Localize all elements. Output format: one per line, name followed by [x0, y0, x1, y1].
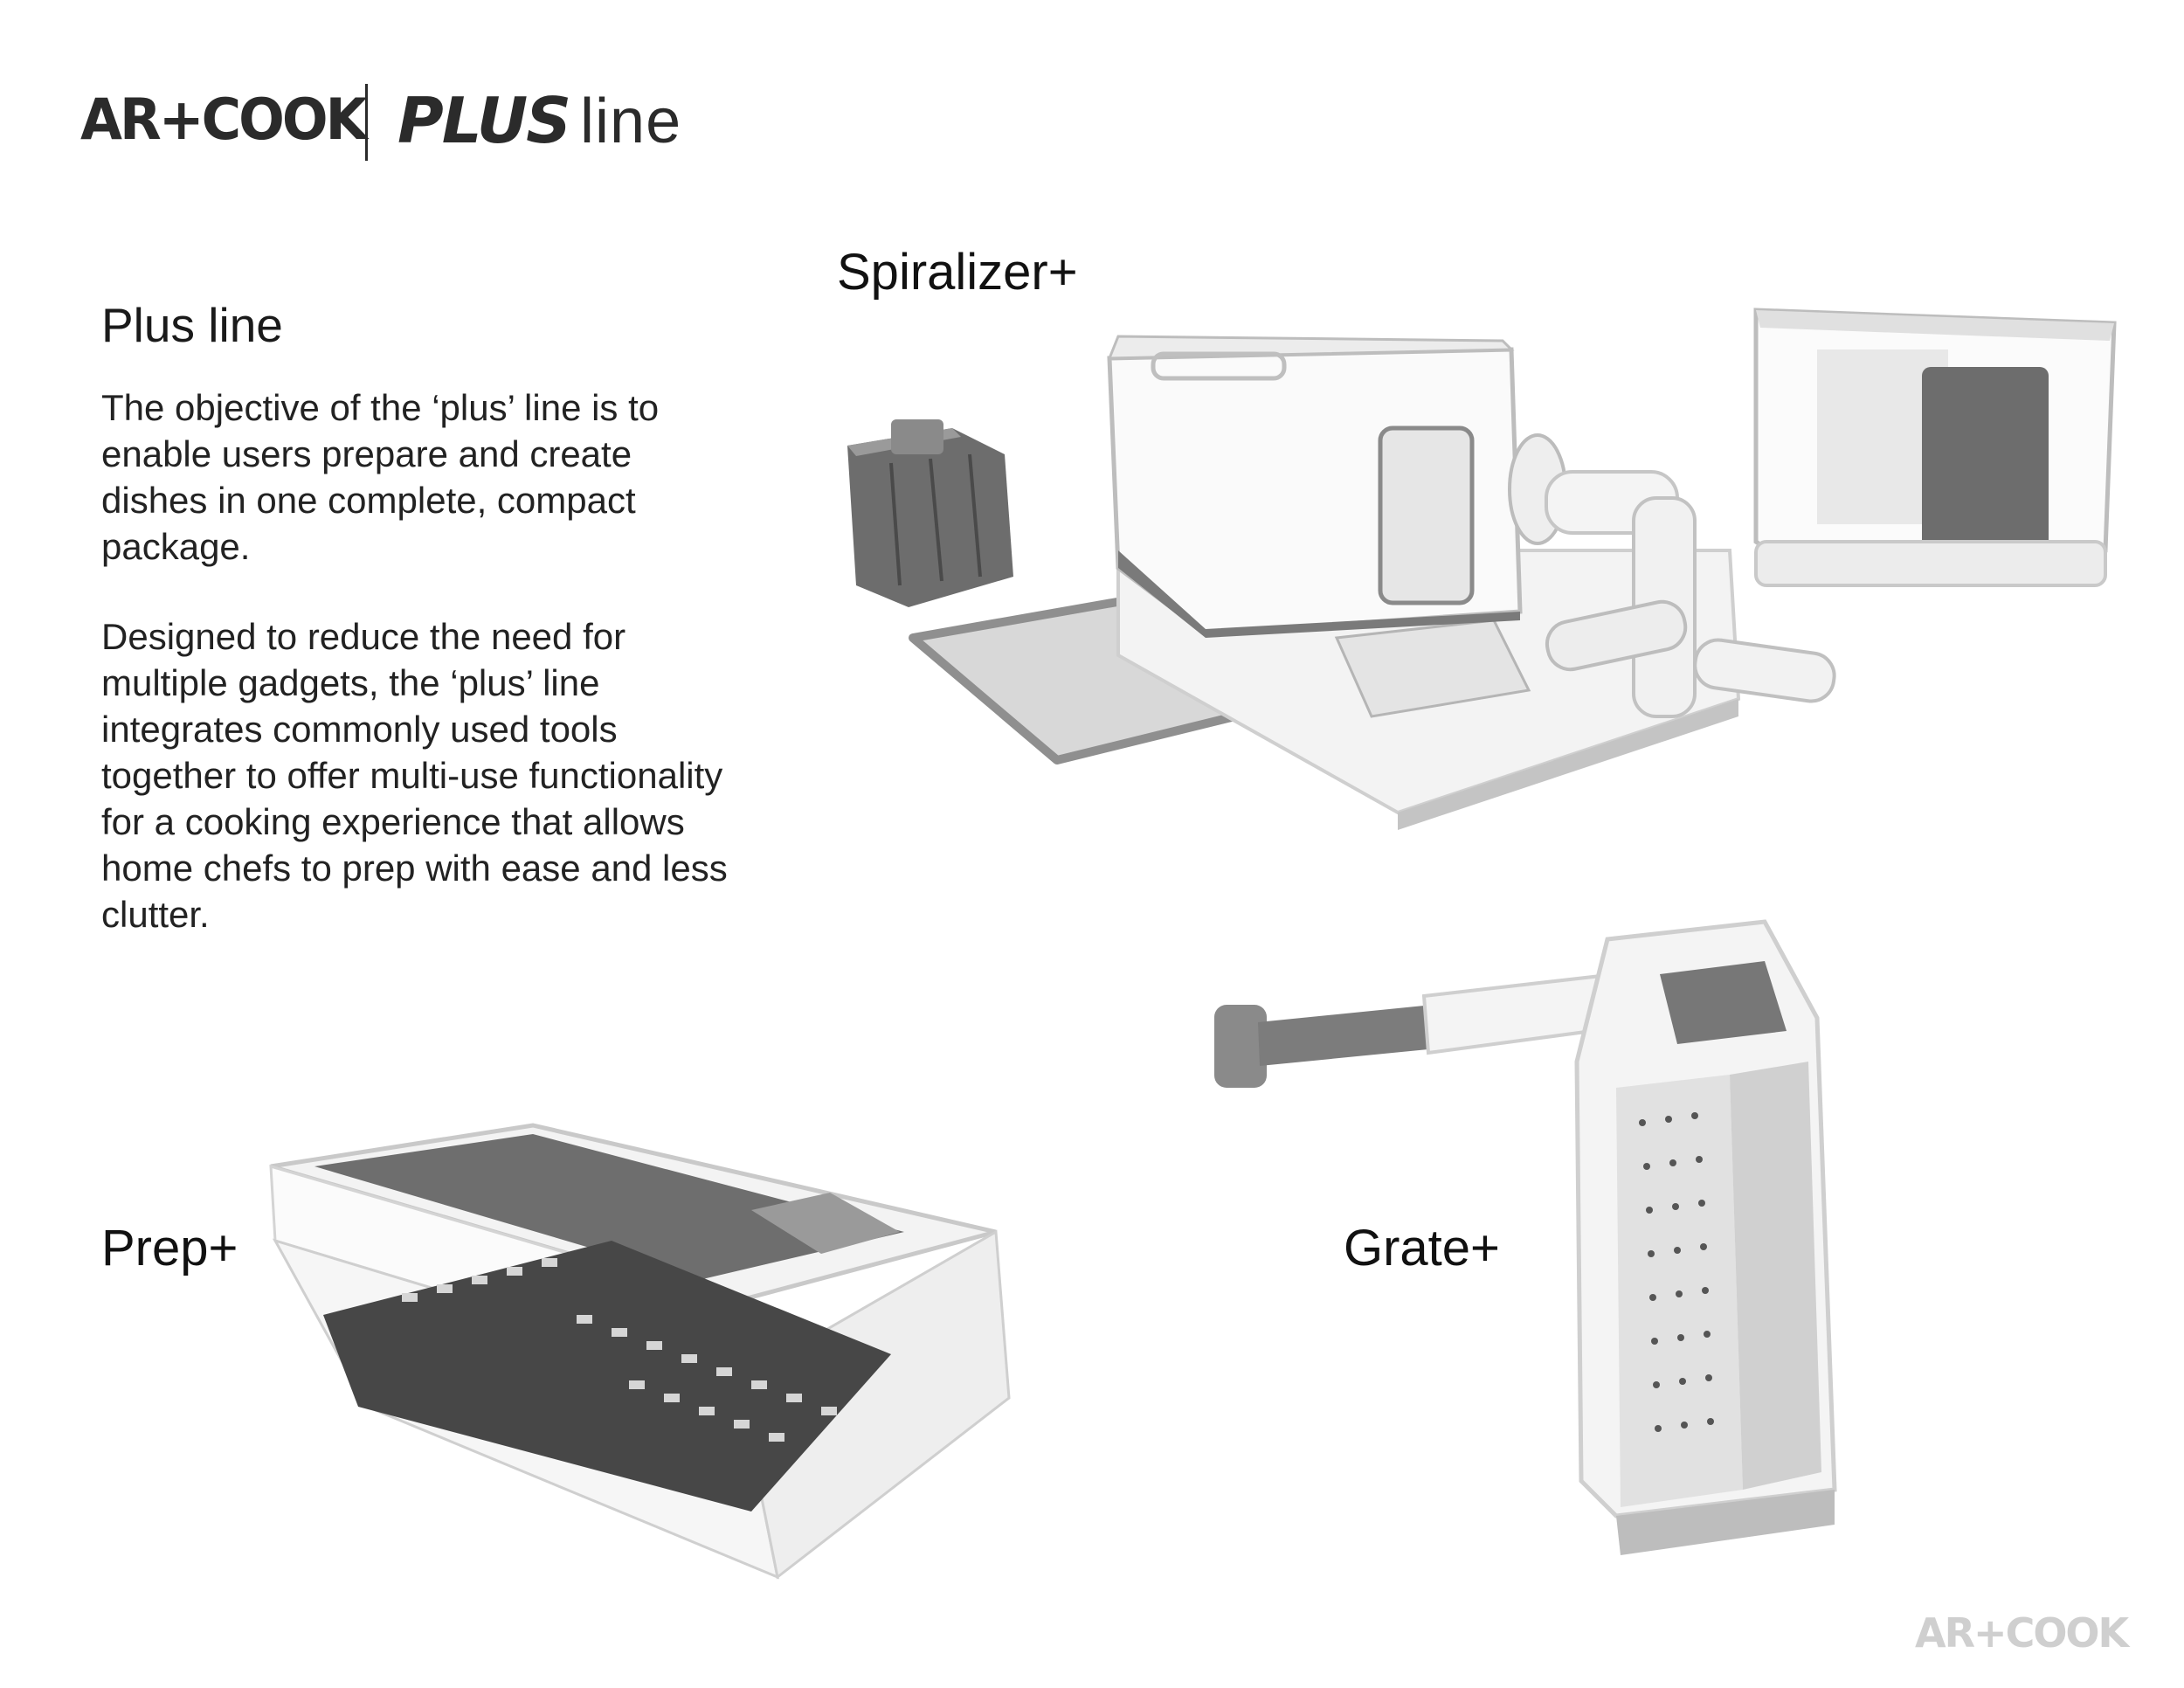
grater-handle-illustration — [1214, 972, 1628, 1088]
prep-product-image — [269, 1123, 1011, 1580]
spiralizer-stored-illustration — [1753, 308, 2117, 587]
grater-body-illustration — [1574, 919, 1837, 1555]
intro-paragraph-1: The objective of the ‘plus’ line is to e… — [101, 387, 660, 567]
logo-divider — [365, 84, 368, 161]
section-heading: Plus line — [101, 298, 283, 352]
plus-logo-mark: PLUS — [397, 84, 571, 157]
spiralizer-product-image — [847, 308, 2117, 830]
blade-holder-illustration — [847, 419, 1013, 607]
spiralizer-label: Spiralizer+ — [837, 244, 1078, 301]
brand-logo: AR+COOK — [80, 86, 368, 153]
prep-container-illustration — [269, 1164, 1011, 1580]
intro-paragraph-2: Designed to reduce the need for multiple… — [101, 616, 728, 935]
plus-logo-word: line — [580, 86, 682, 156]
crank-handle-illustration — [1508, 433, 1836, 718]
grate-product-image — [1214, 919, 1837, 1555]
grate-label: Grate+ — [1344, 1220, 1500, 1276]
clear-container-illustration — [1107, 335, 1523, 638]
footer-brand-logo: AR+COOK — [1915, 1609, 2129, 1657]
prep-label: Prep+ — [101, 1220, 238, 1276]
